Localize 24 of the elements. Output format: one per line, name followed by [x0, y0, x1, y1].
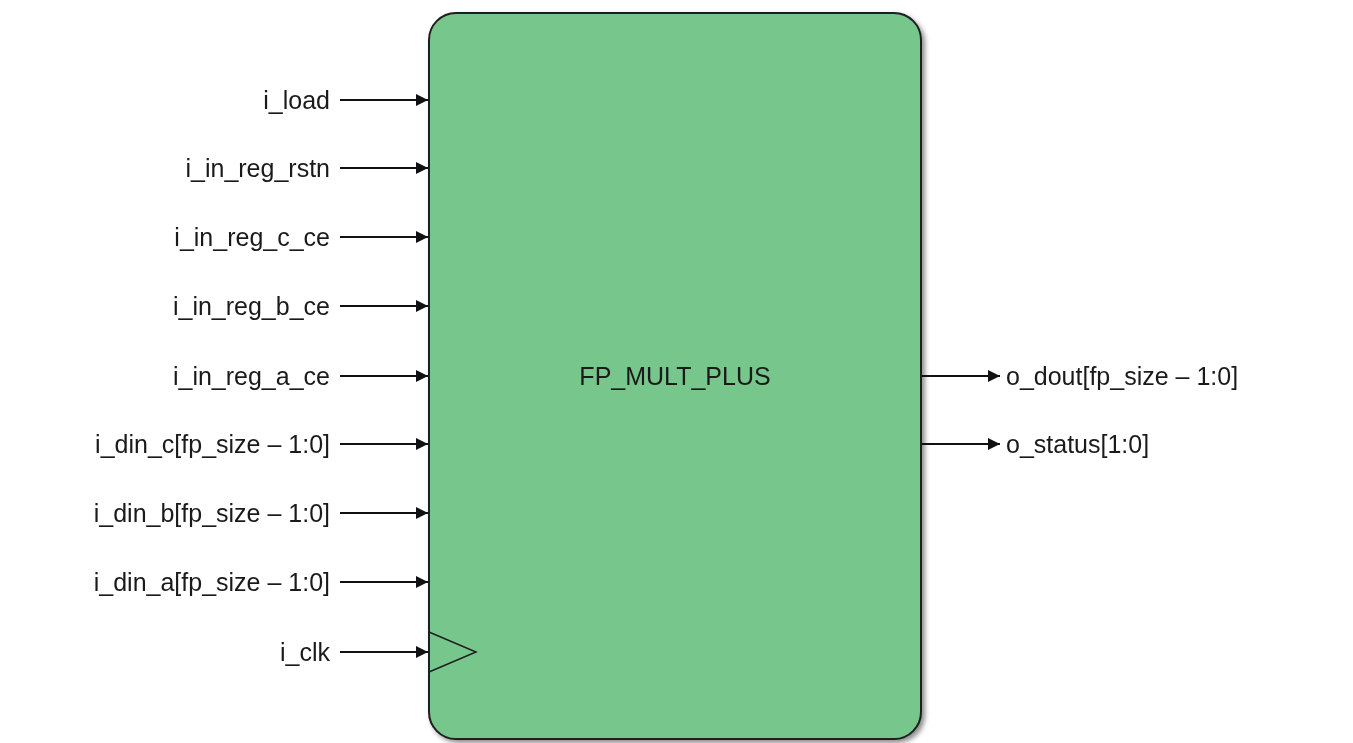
- signal-label: i_din_b[fp_size – 1:0]: [93, 498, 340, 528]
- signal-label: i_in_reg_b_ce: [172, 291, 340, 321]
- signal-label: i_in_reg_rstn: [185, 153, 340, 183]
- signal-label: i_din_a[fp_size – 1:0]: [93, 567, 340, 597]
- signal-label: i_din_c[fp_size – 1:0]: [95, 429, 340, 459]
- signal-arrow: [339, 231, 429, 243]
- signal-arrow: [921, 438, 1001, 450]
- signal-arrow: [339, 162, 429, 174]
- signal-label: i_clk: [280, 637, 340, 667]
- signal-label: i_in_reg_c_ce: [174, 222, 340, 252]
- signal-arrow: [339, 576, 429, 588]
- signal-label: o_status[1:0]: [1000, 429, 1150, 459]
- signal-label: o_dout[fp_size – 1:0]: [1000, 361, 1239, 391]
- signal-arrow: [339, 94, 429, 106]
- module-block: [428, 12, 922, 740]
- signal-label: i_load: [263, 85, 340, 115]
- module-name: FP_MULT_PLUS: [579, 361, 771, 391]
- signal-arrow: [339, 507, 429, 519]
- signal-arrow: [339, 438, 429, 450]
- signal-arrow: [339, 300, 429, 312]
- signal-label: i_in_reg_a_ce: [172, 361, 340, 391]
- signal-arrow: [921, 370, 1001, 382]
- signal-arrow: [339, 370, 429, 382]
- signal-arrow: [339, 646, 429, 658]
